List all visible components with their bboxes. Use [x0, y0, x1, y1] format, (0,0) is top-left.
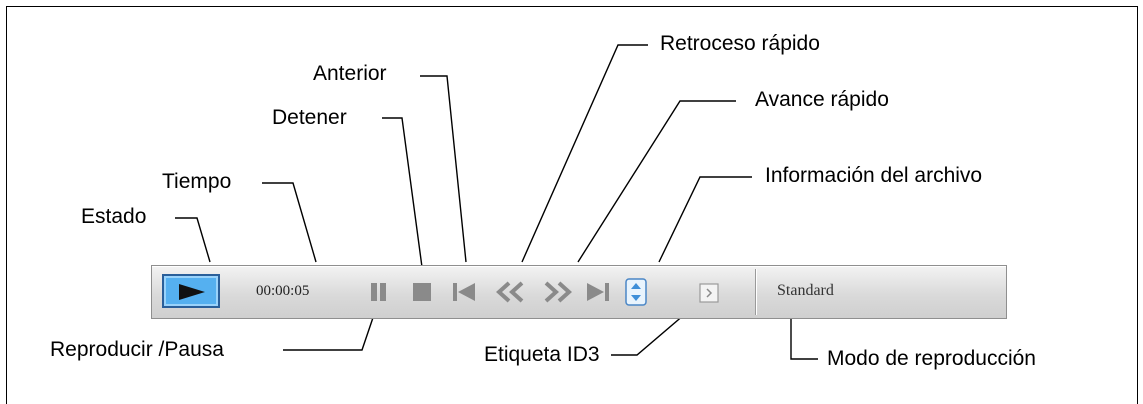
playback-mode[interactable]: Standard [777, 282, 834, 299]
leader-modo [790, 303, 818, 360]
pause-icon [371, 283, 386, 301]
label-detener: Detener [272, 106, 347, 129]
play-icon [179, 284, 205, 300]
label-modo-reproduccion: Modo de reproducción [827, 347, 1036, 370]
previous-icon [453, 283, 475, 301]
label-etiqueta-id3: Etiqueta ID3 [484, 343, 600, 366]
next-icon [587, 283, 609, 301]
previous-button[interactable] [451, 281, 477, 303]
leader-avance [577, 100, 736, 263]
play-pause-button[interactable] [369, 281, 389, 303]
fast-forward-icon [544, 281, 572, 303]
label-retroceso-rapido: Retroceso rápido [660, 32, 820, 55]
leader-estado [175, 217, 211, 263]
fast-forward-button[interactable] [541, 281, 573, 303]
toolbar-separator [755, 269, 756, 315]
label-avance-rapido: Avance rápido [755, 88, 889, 111]
rewind-button[interactable] [495, 281, 527, 303]
leader-anterior [420, 75, 467, 263]
leader-info [658, 176, 752, 263]
stop-button[interactable] [411, 281, 433, 303]
next-button[interactable] [585, 281, 611, 303]
id3-tag-icon [699, 283, 719, 303]
stop-icon [413, 283, 431, 301]
time-display: 00:00:05 [256, 283, 310, 299]
file-info-icon [625, 278, 647, 306]
leader-retroceso [521, 44, 648, 263]
label-tiempo: Tiempo [162, 170, 232, 193]
file-info-button[interactable] [625, 278, 647, 306]
player-toolbar: 00:00:05 [151, 265, 1007, 319]
status-play-button[interactable] [162, 274, 220, 308]
diagram-frame [6, 6, 1138, 404]
label-anterior: Anterior [313, 62, 387, 85]
id3-tag-button[interactable] [699, 283, 719, 303]
leader-tiempo [262, 182, 317, 263]
rewind-icon [496, 281, 524, 303]
leader-detener [382, 117, 425, 283]
label-estado: Estado [81, 205, 147, 228]
label-reproducir-pausa: Reproducir /Pausa [50, 338, 224, 361]
label-informacion-archivo: Información del archivo [765, 164, 983, 187]
